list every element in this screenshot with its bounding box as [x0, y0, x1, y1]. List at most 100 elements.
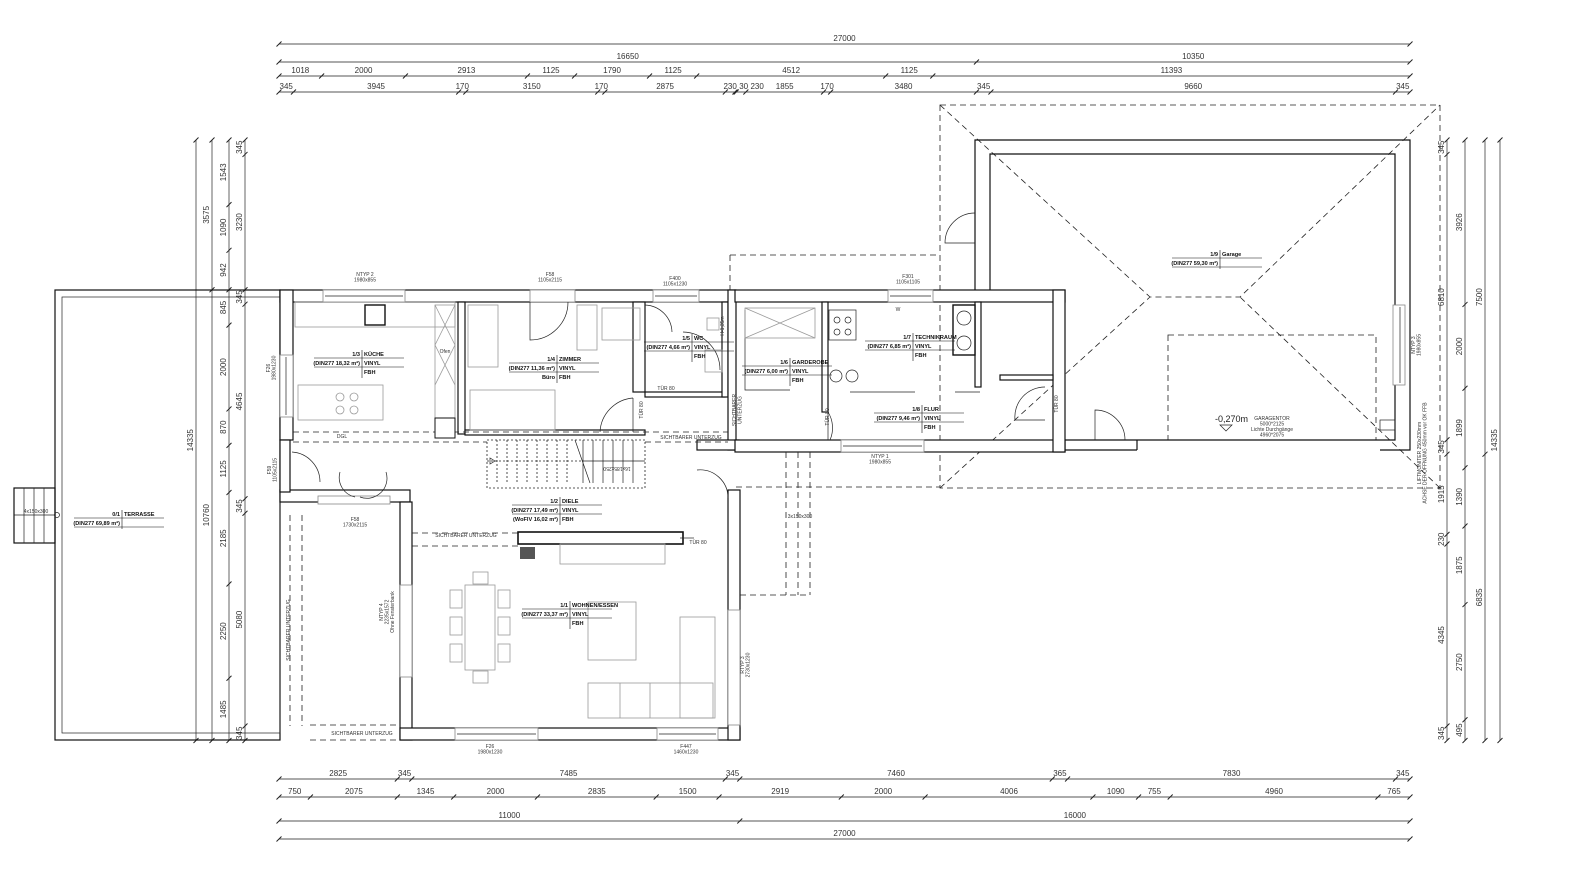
sliding-door	[517, 531, 694, 559]
dimension-tick	[1444, 737, 1450, 744]
dimension-value: 2825	[329, 769, 347, 778]
dimension-tick	[242, 137, 248, 143]
dimension-tick	[1444, 541, 1450, 547]
dimension-tick	[1167, 794, 1174, 800]
label-line: NTYP 2	[356, 272, 374, 278]
dimension-tick	[693, 73, 700, 79]
dimension-tick	[742, 89, 749, 95]
label-line: NTYP 1	[871, 454, 889, 460]
dimension-value: 2000	[219, 358, 228, 376]
label-line: 1980x855	[869, 460, 891, 466]
dimension-tick	[276, 836, 282, 842]
dimension-value: 1485	[219, 700, 228, 718]
dimension-tick	[276, 41, 282, 47]
label-ofen: Ofen	[440, 349, 451, 355]
dimension-tick	[1407, 59, 1413, 65]
dimension-tick	[1482, 137, 1488, 143]
label-uz4: SICHTBARER UNTERZUG	[660, 435, 722, 441]
label-stair1: 16x185x250	[603, 465, 630, 471]
label-line: 1105x1105	[896, 280, 920, 286]
dimension-tick	[276, 794, 282, 800]
room-area: (DIN277 69,89 m²)	[73, 520, 120, 527]
staircase	[486, 439, 646, 489]
dimension-tick	[1462, 601, 1468, 608]
dimension-value: 3575	[202, 205, 211, 223]
label-line: 1105x1230	[663, 282, 688, 288]
room-area: (DIN277 18,32 m²)	[313, 360, 360, 367]
dimension-value: 2875	[656, 82, 674, 91]
label-line: SICHTBARER UNTERZUG	[660, 435, 722, 441]
dimension-tick	[226, 406, 232, 412]
room-floor: VINYL	[562, 508, 579, 514]
dimension-tick	[1064, 776, 1071, 782]
dimension-value: 2000	[355, 66, 373, 75]
label-line: DGL	[337, 434, 348, 440]
roof-outline	[729, 104, 1441, 489]
dimension-value: 1875	[1455, 556, 1464, 574]
room-name: TECHNIKRAUM	[915, 335, 957, 341]
label-tuer5: TÜR 80	[689, 539, 706, 546]
dimension-tick	[1462, 301, 1468, 308]
dimension-tick	[1407, 794, 1413, 800]
dimension-tick	[733, 89, 740, 95]
dimension-value: 7500	[1475, 288, 1484, 306]
room-floor: VINYL	[572, 612, 589, 618]
dimension-tick	[1407, 89, 1413, 95]
dimension-tick	[1444, 137, 1450, 143]
dimension-tick	[736, 818, 743, 824]
label-line: 1105x2115	[538, 278, 562, 284]
level-marker: -0,270m	[1215, 414, 1248, 432]
garage-walls	[974, 139, 1411, 451]
dimension-value: 755	[1148, 787, 1162, 796]
furniture	[294, 301, 976, 719]
label-line: 1460x1230	[674, 750, 699, 756]
room-heating: FBH	[792, 378, 804, 384]
dimension-tick	[1407, 73, 1413, 79]
label-line: SICHTBARER UNTERZUG	[435, 533, 497, 539]
room-name: Garage	[1222, 252, 1241, 258]
dimension-tick	[276, 59, 282, 65]
dimension-tick	[1482, 737, 1488, 744]
dimension-tick	[1135, 794, 1142, 800]
dimension-tick	[1462, 385, 1468, 392]
dimension-value: 1125	[665, 66, 683, 75]
dimension-tick	[276, 73, 282, 79]
room-heating: FBH	[924, 425, 936, 431]
dimension-tick	[242, 151, 248, 158]
doors	[291, 212, 1126, 499]
dimension-tick	[276, 818, 282, 824]
dimension-tick	[226, 247, 232, 254]
label-line: TÜR 80	[824, 408, 831, 425]
room-floor: VINYL	[694, 345, 711, 351]
label-line: F59	[267, 465, 273, 474]
dimension-value: 2000	[487, 787, 505, 796]
dimension-tick	[722, 776, 729, 782]
room-no: 1/9	[1210, 252, 1218, 258]
dimension-tick	[716, 794, 722, 800]
label-line: F400	[669, 276, 681, 282]
room-note: Büro	[542, 375, 556, 381]
dimension-tick	[1462, 523, 1468, 529]
dimension-tick	[455, 89, 462, 95]
label-stair2: 4x150x300	[24, 509, 49, 515]
dimension-value: 170	[456, 82, 470, 91]
dimension-value: 2185	[219, 529, 228, 547]
room-no: 1/6	[780, 360, 788, 366]
label-h135: H-1,35m	[720, 316, 726, 335]
dimension-value: 1543	[219, 163, 228, 181]
room-area: (DIN277 6,00 m²)	[744, 368, 788, 375]
dimension-value: 4960	[1265, 787, 1283, 796]
dimension-tick	[1444, 436, 1450, 443]
room-note: (WoFlV 16,02 m²)	[513, 516, 558, 523]
dimension-tick	[402, 73, 409, 79]
dimension-value: 16650	[617, 52, 640, 61]
